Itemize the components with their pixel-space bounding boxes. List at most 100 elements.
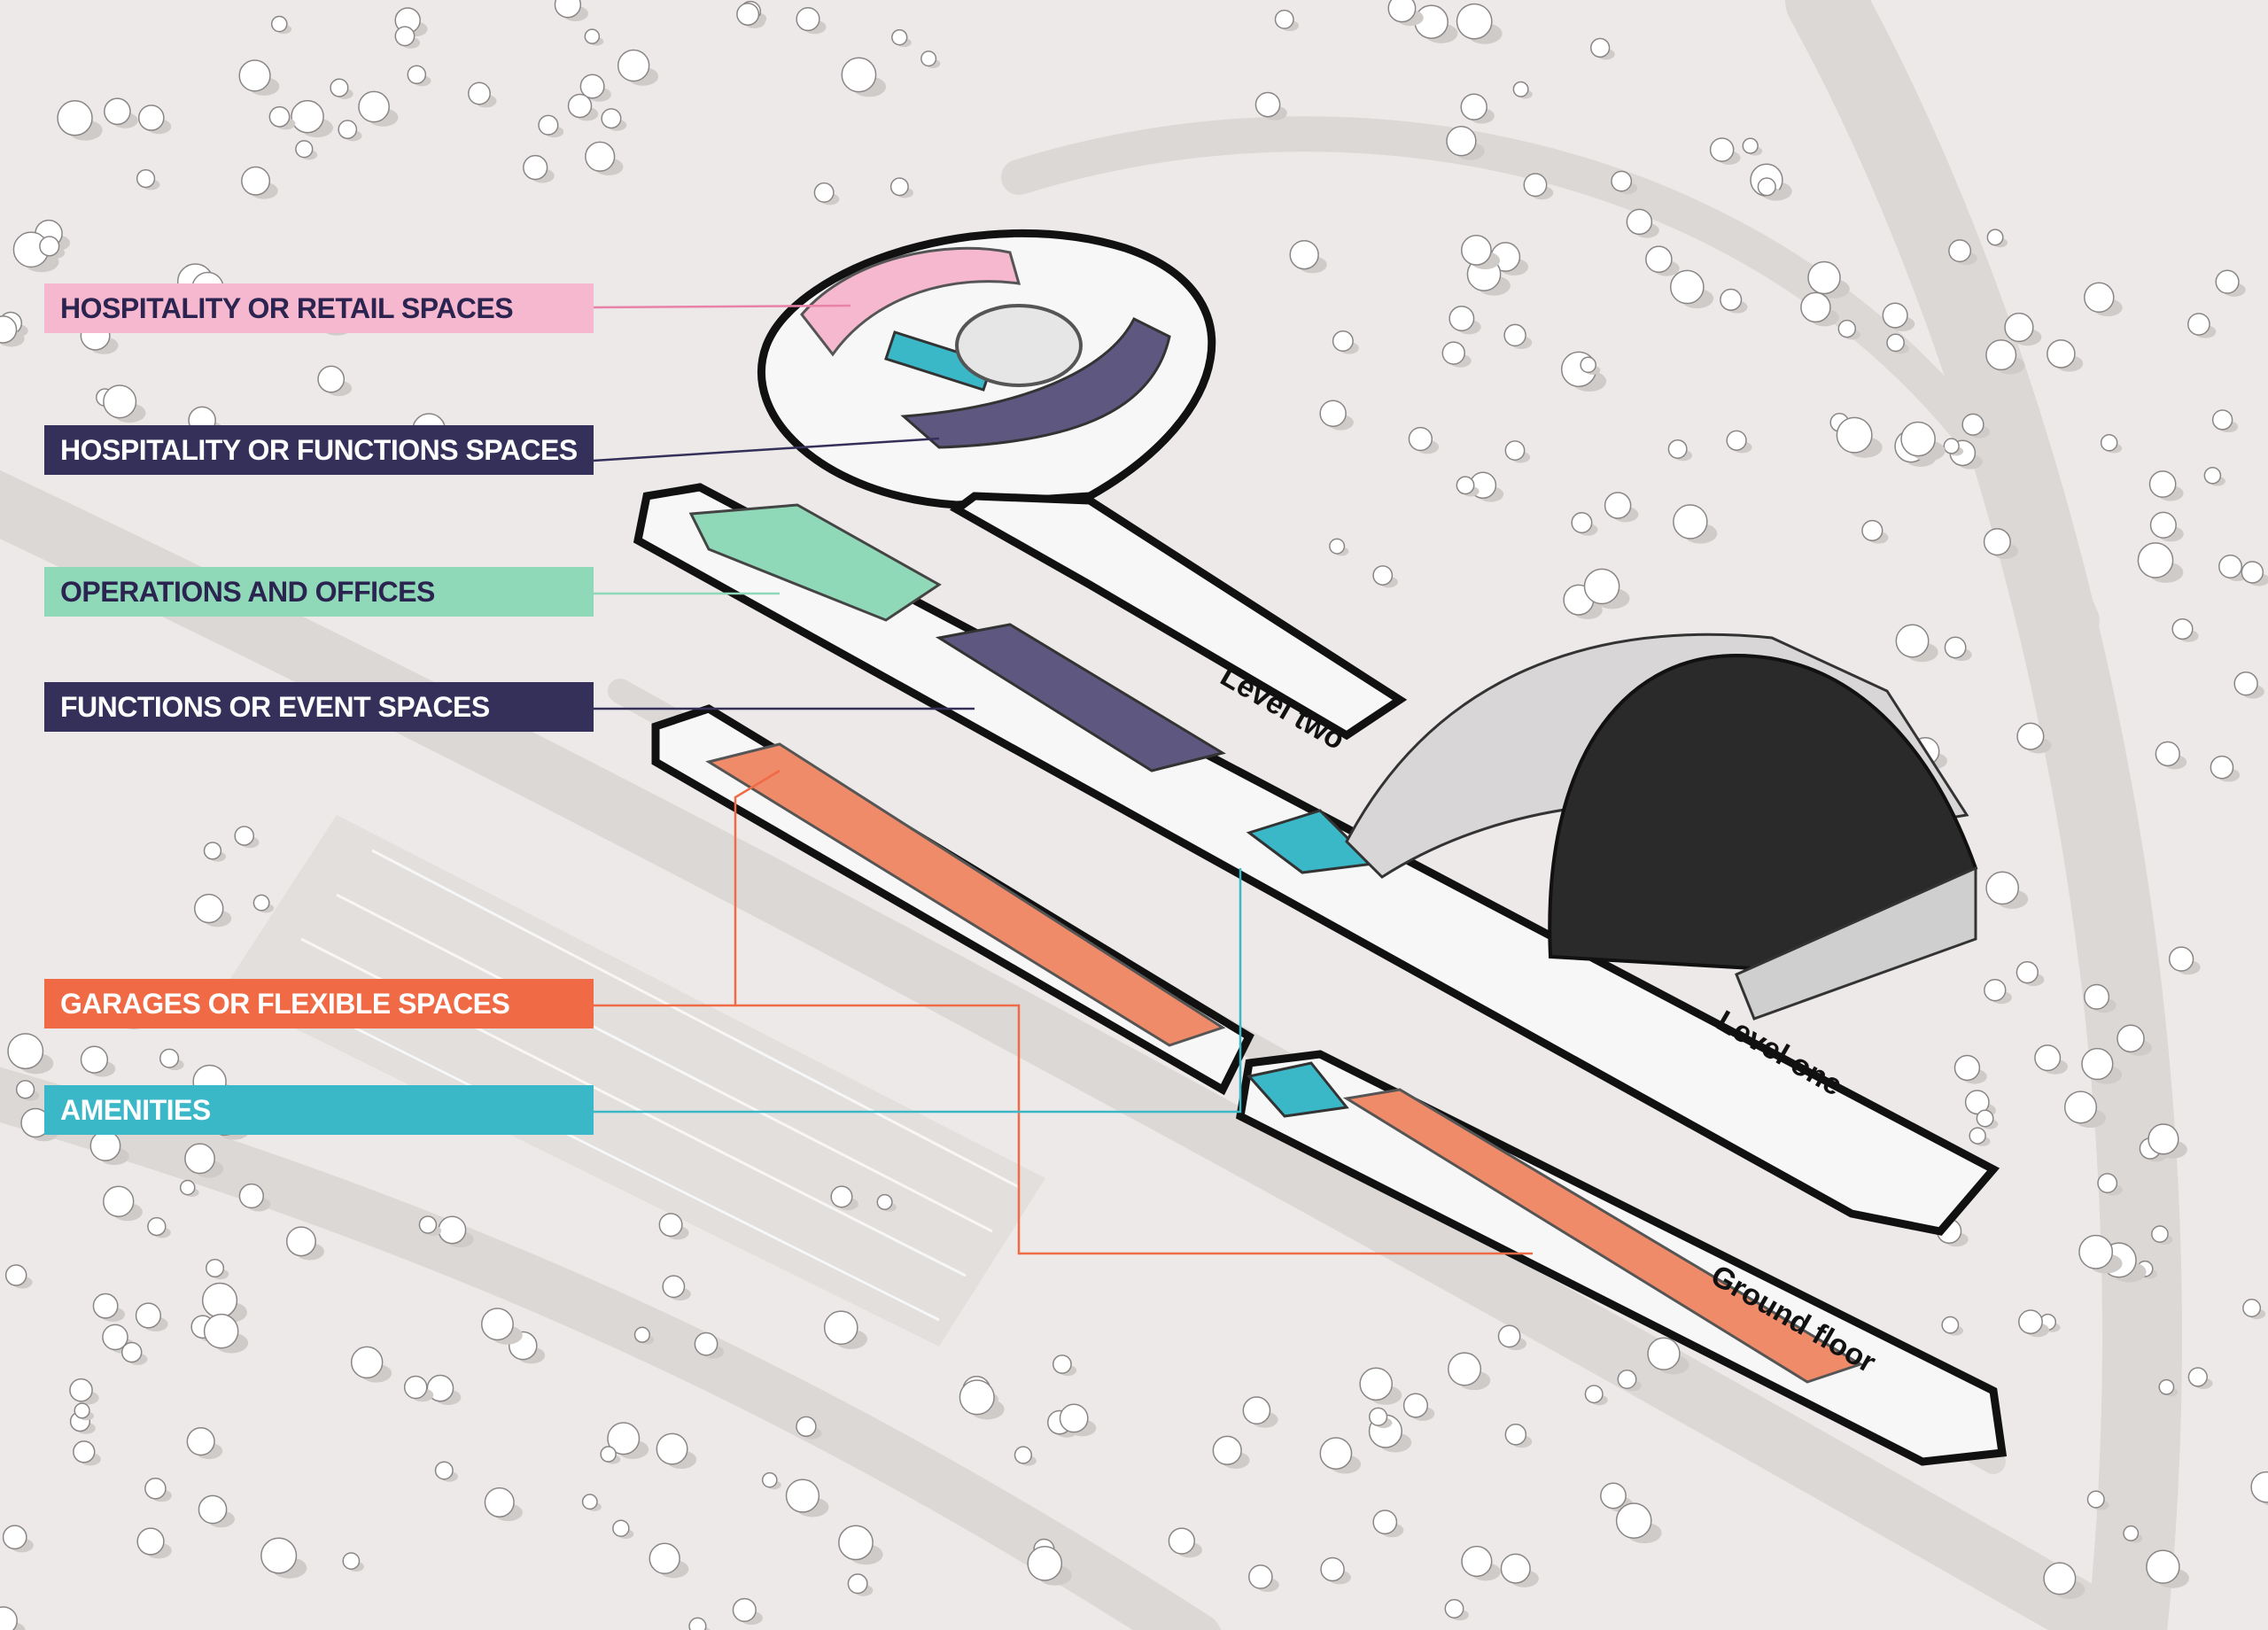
tree [785,1479,820,1513]
arena [1345,633,1978,1021]
tree [2004,312,2034,343]
tree [194,893,224,924]
tree [1986,229,2004,246]
tree [438,1215,467,1245]
leader-hospitality-functions [593,437,940,462]
tree [234,826,255,846]
tree [1647,1337,1681,1370]
tree [2148,1123,2179,1155]
roads [0,0,2182,1630]
access-road-right [1785,0,2182,1630]
tree [1800,291,1831,323]
tree [658,1213,683,1238]
tree [1709,137,1735,162]
tree [823,1310,858,1346]
tree [238,1183,264,1209]
leader-garages-b [735,1004,1533,1255]
tree [238,59,271,92]
tree [2203,467,2222,485]
tree [1248,1564,1273,1589]
tree [2034,1044,2062,1072]
tree [1807,260,1841,295]
tree [102,1323,128,1351]
tree [2250,1471,2268,1503]
tree [1512,81,1529,97]
tree [2211,409,2233,431]
ground-floor-garages-east [1342,1088,1864,1384]
tree [841,57,877,93]
tree [2078,1234,2114,1269]
tree [1497,1324,1521,1348]
tree [201,1282,238,1318]
tree [260,1537,298,1574]
tree [135,1302,162,1329]
tree [1837,319,1857,338]
tree [103,384,137,419]
tree [1446,126,1477,157]
tree [2210,755,2234,780]
tree [1359,1367,1394,1401]
tree [15,1080,35,1099]
tree [584,28,601,44]
tree [136,1527,165,1556]
tree [1600,1482,1627,1510]
tree [1289,239,1319,270]
tree [1504,1424,1527,1446]
highway-left [0,470,2156,1630]
tree [104,97,131,126]
tree [407,65,427,85]
tree [567,93,593,119]
legend-hospitality-retail: HOSPITALITY OR RETAIL SPACES [44,283,594,333]
tree [889,177,909,197]
tree [1014,1446,1033,1464]
tree [579,74,605,99]
tree [2168,946,2194,972]
tree [1372,1510,1398,1535]
legend-functions-events-text: FUNCTIONS OR EVENT SPACES [60,690,490,723]
tree [2155,741,2180,767]
tree [1456,3,1493,40]
tree [2158,1378,2175,1395]
tree [813,182,835,203]
tree [1861,519,1884,542]
tree [338,120,358,140]
tree [4,1264,27,1286]
legend-hospitality-functions-text: HOSPITALITY OR FUNCTIONS SPACES [60,433,578,466]
tree [1617,1370,1637,1390]
tree [1503,323,1526,347]
level-one-functions-events [935,623,1226,772]
tree [1319,400,1347,428]
tree [1669,269,1705,305]
legend-garages-flexible: GARAGES OR FLEXIBLE SPACES [44,979,594,1028]
tree [39,236,60,257]
tree [1836,416,1873,454]
tree [1444,1599,1464,1618]
highway-lower [0,1067,1222,1630]
tree [136,168,156,189]
tree [268,105,291,128]
legend-amenities: AMENITIES [44,1085,594,1135]
tree [1604,492,1632,519]
tree [1900,421,1936,457]
tree [1615,1502,1652,1540]
arena-dome [1548,653,1978,977]
tree [137,105,165,131]
tree [1408,426,1433,452]
tree [1027,1546,1063,1581]
tree [1441,341,1465,365]
tree [89,1130,121,1161]
tree [73,1440,96,1463]
tree [761,1471,778,1488]
level-two-hospitality-retail [800,246,1021,357]
tree [330,78,349,97]
tree [2171,617,2194,640]
tree [1584,1385,1604,1404]
tree [1944,636,1967,659]
tree [2149,511,2177,539]
tree [2241,561,2264,584]
tree [1882,302,1908,329]
tree [7,1033,44,1070]
tree [1941,1316,1960,1334]
tree [159,1048,180,1068]
tree [876,1193,893,1210]
